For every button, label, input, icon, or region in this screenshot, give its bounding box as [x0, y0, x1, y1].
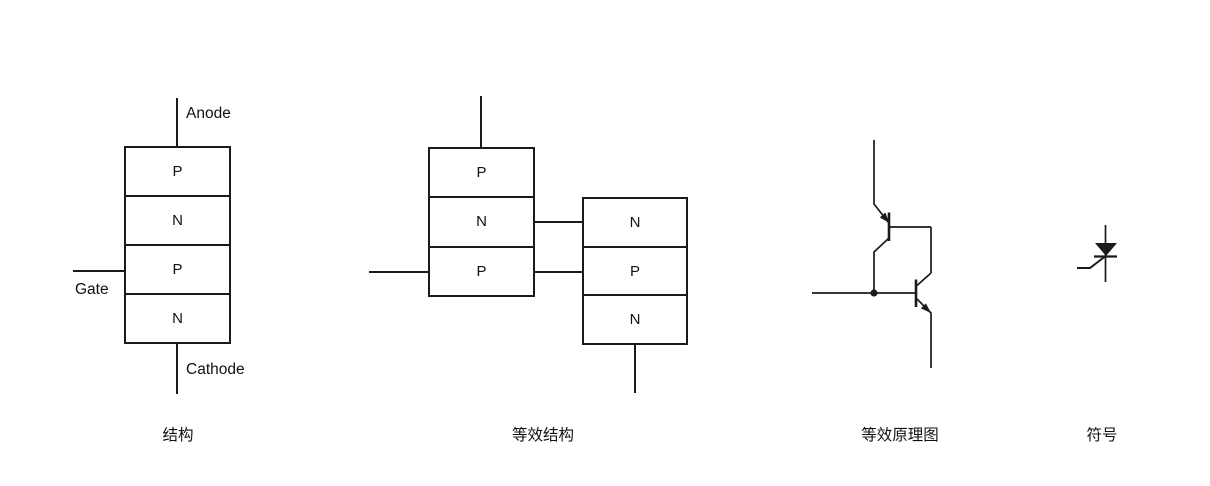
anode-lead-line [176, 98, 178, 147]
cathode-lead-line [176, 344, 178, 394]
symbol-gate-wire [1077, 255, 1106, 269]
equiv-right-layer-p: P [584, 248, 686, 297]
cathode-label: Cathode [186, 361, 245, 378]
circuit-anode-wire [873, 140, 890, 224]
equiv-anode-lead-line [480, 96, 482, 147]
structure-layer-n1: N [126, 197, 229, 246]
gate-junction-dot [870, 289, 878, 297]
pnpn-structure-stack: P N P N [124, 146, 231, 344]
symbol-caption: 符号 [1086, 427, 1118, 444]
npn-collector-line [916, 272, 932, 287]
equiv-gate-lead-line [369, 271, 428, 273]
equivalent-circuit-drawing [812, 140, 932, 368]
structure-layer-p1: P [126, 148, 229, 197]
equivalent-structure-caption: 等效结构 [511, 427, 574, 444]
equiv-cathode-lead-line [634, 345, 636, 393]
gate-label: Gate [75, 281, 109, 298]
thyristor-symbol-drawing [1077, 225, 1117, 282]
equiv-left-stack: P N P [428, 147, 535, 297]
structure-layer-n2: N [172, 310, 183, 327]
stack-connector-upper [535, 221, 582, 223]
equiv-right-stack: N P N [582, 197, 688, 345]
equiv-right-layer-n2: N [629, 311, 641, 329]
equiv-left-layer-n: N [430, 198, 533, 248]
circuit-arrows-and-dot [870, 212, 931, 313]
structure-caption: 结构 [162, 427, 194, 444]
npn-emitter-arrow-icon [920, 303, 931, 313]
equiv-right-layer-n1: N [584, 199, 686, 248]
structure-layer-p2: P [126, 246, 229, 295]
pnp-emitter-arrow-icon [879, 212, 890, 223]
equivalent-circuit-caption: 等效原理图 [861, 427, 939, 444]
symbol-diode-triangle-icon [1095, 243, 1117, 256]
equiv-left-layer-p2: P [476, 262, 487, 280]
stack-connector-lower [535, 271, 582, 273]
equiv-left-layer-p1: P [430, 149, 533, 199]
gate-lead-line [73, 270, 124, 272]
pnp-collector-wire [873, 237, 890, 293]
circuit-cathode-wire [916, 298, 932, 368]
anode-label: Anode [186, 105, 231, 122]
